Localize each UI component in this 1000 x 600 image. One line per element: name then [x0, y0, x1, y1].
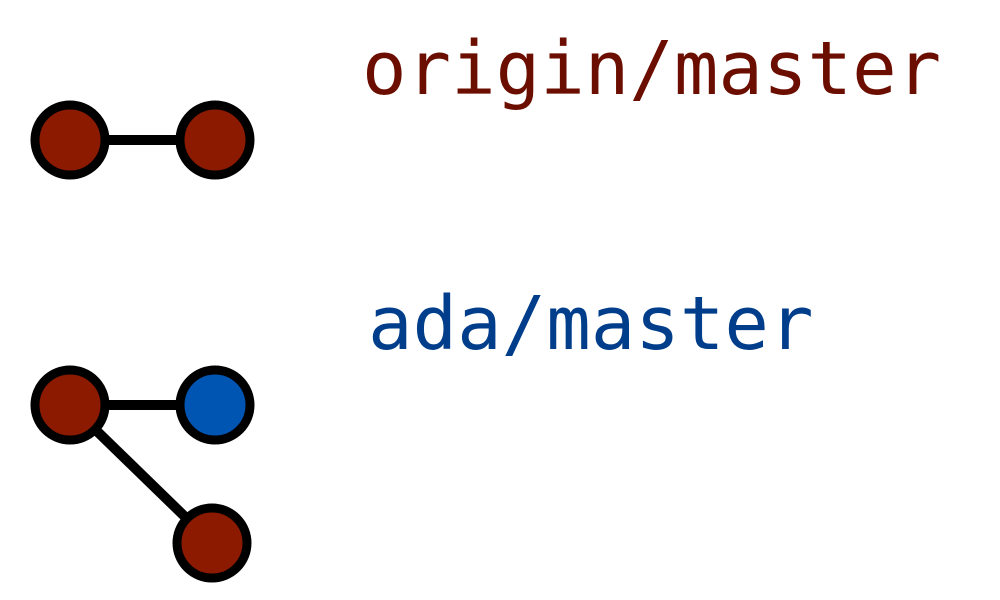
- origin-master-label: origin/master: [362, 26, 941, 112]
- ada-commit-2: [175, 365, 255, 445]
- ada-master-group: ada/master: [30, 281, 814, 583]
- ada-commit-3: [172, 503, 252, 583]
- ada-commit-1: [30, 365, 110, 445]
- origin-master-group: origin/master: [30, 26, 941, 180]
- ada-master-label: ada/master: [368, 281, 814, 367]
- origin-commit-2: [175, 100, 255, 180]
- origin-commit-1: [30, 100, 110, 180]
